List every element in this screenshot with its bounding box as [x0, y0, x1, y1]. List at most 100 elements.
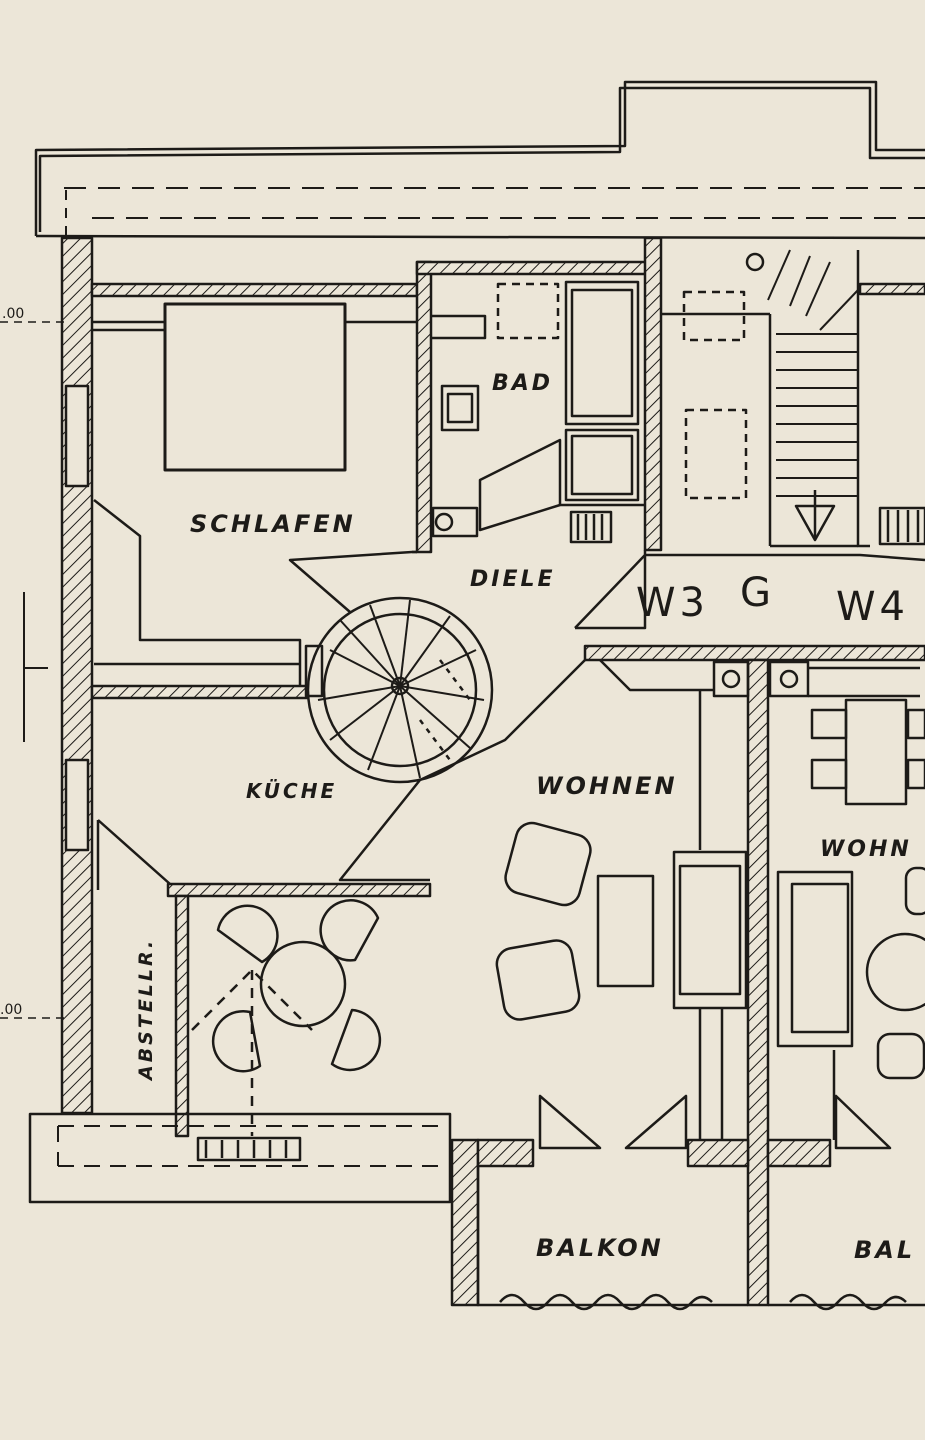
wall-balcony-sill-right — [766, 1138, 832, 1168]
dining-dashed-diamond — [191, 968, 313, 1136]
sofa-inner — [678, 864, 742, 996]
wohnen-partition — [698, 1008, 724, 1140]
radiator-bad — [569, 510, 613, 544]
bad-dashed-cabinet — [496, 282, 560, 340]
dining-chair-2 — [319, 899, 380, 962]
unit-label-w4: W4 — [836, 584, 909, 630]
eave-line — [35, 234, 925, 240]
dining-chair-1 — [216, 904, 279, 964]
washbasin-inner — [446, 392, 474, 424]
room-label-diele: DIELE — [470, 567, 556, 592]
spiral-stair-treads — [317, 599, 485, 779]
front-slab-dashed — [57, 1125, 440, 1167]
schlafen-closet — [93, 499, 302, 686]
balkon-door-swing — [538, 1094, 892, 1150]
radiator-right — [878, 506, 925, 546]
washbasin — [440, 384, 480, 432]
dining-chair-3 — [211, 1010, 262, 1073]
wall-party — [746, 658, 770, 1307]
wall-storage-right — [174, 894, 190, 1138]
neighbor-sofa-inner — [790, 882, 850, 1034]
neighbor-table — [844, 698, 908, 806]
wall-bath-top — [415, 260, 661, 276]
step-grille — [196, 1136, 302, 1162]
diele-outline — [412, 503, 647, 630]
hall-dashed-box-1 — [682, 290, 746, 342]
armchair-1 — [504, 821, 592, 907]
balkon-outline — [476, 1166, 748, 1307]
bed — [163, 302, 347, 472]
room-label-wohnen-neighbor: WOHN — [820, 837, 912, 862]
wall-corridor-bottom — [583, 644, 925, 662]
storage-door — [96, 819, 171, 890]
neighbor-round-table — [865, 932, 925, 1012]
stair-treads — [767, 249, 859, 497]
wall-storage-top — [166, 882, 432, 898]
room-label-kueche: KÜCHE — [246, 779, 337, 803]
balkon-planting — [499, 1293, 907, 1311]
window-left-2 — [64, 758, 90, 852]
wall-left-exterior — [60, 236, 94, 1115]
unit-label-g: G — [740, 570, 775, 616]
kitchen-counter-neighbor — [808, 666, 920, 698]
hall-dashed-box-2 — [684, 408, 748, 500]
spiral-stair-inner — [322, 612, 478, 768]
coffee-table — [596, 874, 655, 988]
bed-edge — [92, 320, 417, 332]
bathtub-inner — [570, 288, 634, 418]
dimension-bracket — [23, 592, 48, 742]
sofa — [672, 850, 748, 1010]
kitchen-counter-wohnen — [599, 659, 714, 850]
wall-bath-right — [643, 236, 663, 552]
spiral-stair-dashes — [419, 659, 471, 761]
shaft-right-flue — [779, 669, 799, 689]
shaft-left-flue — [721, 669, 741, 689]
shaft-left — [712, 660, 750, 698]
step-grille-lines — [204, 1140, 288, 1158]
neighbor-chair-3 — [906, 708, 925, 740]
wall-balcony-sill-mid — [686, 1138, 750, 1168]
diele-lower-wall — [338, 659, 586, 882]
dimension-label-lower: .00 — [0, 1002, 22, 1018]
bathtub — [564, 280, 640, 426]
room-label-wohnen: WOHNEN — [536, 772, 678, 800]
stair-handrail-post — [745, 252, 765, 272]
dimension-label-upper: .00 — [2, 306, 24, 322]
neighbor-chair-2 — [810, 758, 848, 790]
neighbor-chair-5 — [876, 1032, 925, 1080]
wall-balcony-left — [450, 1138, 480, 1307]
stair-outline — [662, 312, 858, 548]
bad-washline — [431, 314, 487, 340]
room-label-schlafen: SCHLAFEN — [190, 510, 356, 538]
room-label-bad: BAD — [492, 371, 553, 396]
wall-top-left — [90, 282, 419, 298]
wall-kitchen-top — [90, 684, 309, 700]
armchair-2 — [495, 939, 581, 1021]
spiral-stair-outer — [306, 596, 494, 784]
radiator-right-ribs — [886, 510, 920, 542]
wall-bath-left — [415, 260, 433, 554]
roof-outline — [34, 80, 925, 236]
dining-table — [259, 940, 347, 1028]
radiator-bad-ribs — [576, 514, 604, 540]
schlafen-wall-to-diele — [288, 550, 417, 613]
toilet — [431, 506, 479, 538]
unit-label-w3: W3 — [636, 580, 709, 626]
shower-tray-inner — [570, 434, 634, 496]
wall-balcony-sill-left — [476, 1138, 535, 1168]
neighbor-sofa — [776, 870, 854, 1048]
roof-outline-inner — [38, 86, 925, 232]
wall-stair-top-right — [858, 282, 925, 296]
shower-tray — [564, 428, 640, 502]
neighbor-chair-1 — [810, 708, 848, 740]
room-label-balkon-neighbor: BAL — [854, 1236, 915, 1264]
toilet-bowl — [434, 512, 454, 532]
window-left-1 — [64, 384, 90, 488]
spiral-stair-landing — [304, 644, 324, 698]
neighbor-chair-6 — [904, 866, 925, 916]
room-label-abstellraum: ABSTELLR. — [135, 938, 157, 1082]
room-label-balkon: BALKON — [536, 1234, 664, 1262]
neighbor-chair-4 — [906, 758, 925, 790]
shaft-right — [768, 660, 810, 698]
diele-wall-right — [645, 553, 925, 562]
